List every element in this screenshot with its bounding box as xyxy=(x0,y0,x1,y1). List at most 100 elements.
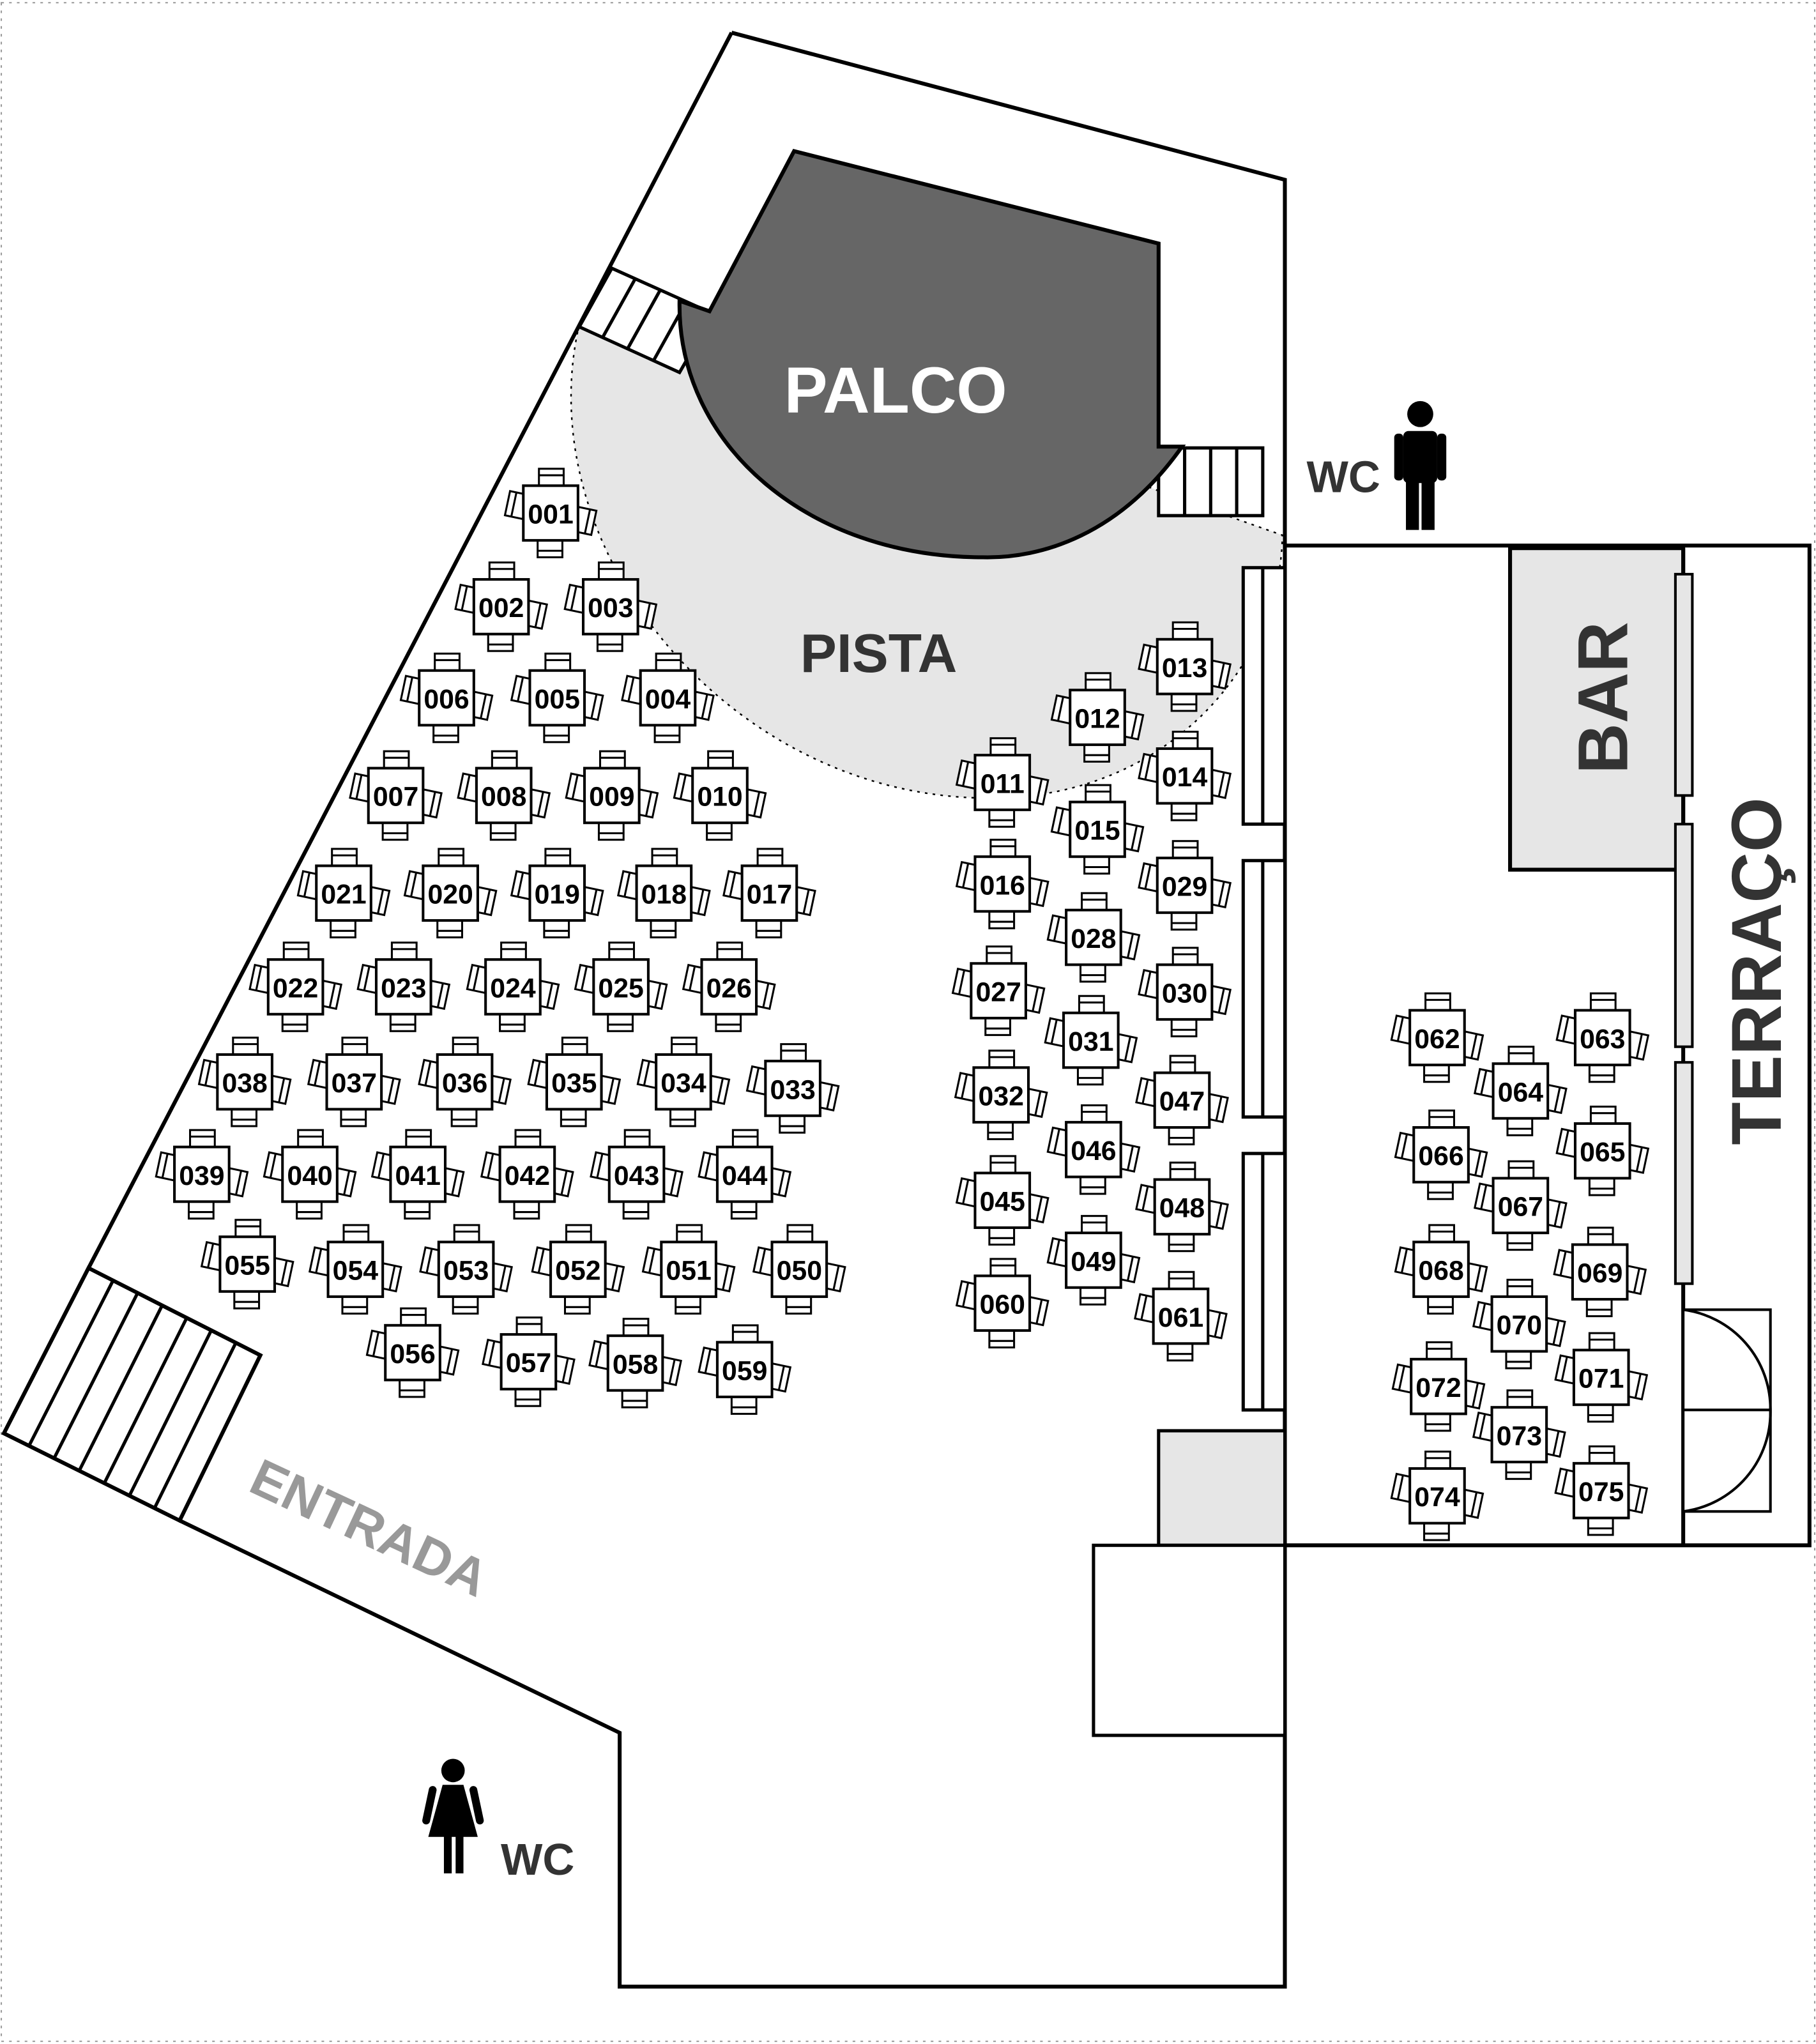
table[interactable]: 002 xyxy=(454,561,549,652)
table[interactable]: 042 xyxy=(480,1129,574,1220)
table[interactable]: 014 xyxy=(1138,730,1232,821)
table[interactable]: 028 xyxy=(1046,892,1141,983)
table[interactable]: 054 xyxy=(308,1224,402,1315)
table[interactable]: 069 xyxy=(1553,1226,1647,1318)
table[interactable]: 022 xyxy=(248,942,343,1032)
table[interactable]: 004 xyxy=(621,652,715,744)
table[interactable]: 050 xyxy=(752,1224,846,1315)
table[interactable]: 067 xyxy=(1473,1160,1568,1251)
table[interactable]: 021 xyxy=(296,848,391,939)
table[interactable]: 035 xyxy=(527,1036,622,1127)
table[interactable]: 047 xyxy=(1135,1055,1229,1146)
table[interactable]: 034 xyxy=(636,1036,731,1127)
stage-label: PALCO xyxy=(784,354,1007,427)
table[interactable]: 023 xyxy=(356,942,451,1032)
table[interactable]: 010 xyxy=(673,750,767,841)
table-top xyxy=(315,864,372,922)
table[interactable]: 040 xyxy=(263,1129,357,1220)
entrance-label: ENTRADA xyxy=(241,1448,497,1608)
table[interactable]: 045 xyxy=(955,1155,1049,1246)
table[interactable]: 037 xyxy=(307,1036,401,1127)
table[interactable]: 008 xyxy=(457,750,551,841)
table[interactable]: 048 xyxy=(1135,1161,1229,1253)
chair xyxy=(986,945,1013,966)
table[interactable]: 072 xyxy=(1391,1341,1486,1432)
table-top xyxy=(216,1053,273,1111)
table[interactable]: 057 xyxy=(482,1316,576,1407)
table[interactable]: 074 xyxy=(1390,1451,1484,1541)
table[interactable]: 041 xyxy=(370,1129,465,1220)
table[interactable]: 038 xyxy=(197,1036,292,1127)
chair xyxy=(436,918,464,939)
table[interactable]: 036 xyxy=(418,1036,512,1127)
table[interactable]: 066 xyxy=(1394,1110,1488,1200)
table[interactable]: 049 xyxy=(1046,1215,1141,1306)
table[interactable]: 051 xyxy=(641,1224,736,1315)
table[interactable]: 068 xyxy=(1394,1224,1488,1315)
table[interactable]: 033 xyxy=(745,1043,840,1134)
table[interactable]: 016 xyxy=(955,839,1049,929)
table[interactable]: 043 xyxy=(590,1129,683,1220)
chair xyxy=(1428,1110,1455,1130)
table[interactable]: 025 xyxy=(574,942,668,1032)
table[interactable]: 064 xyxy=(1473,1046,1568,1136)
table[interactable]: 073 xyxy=(1472,1389,1566,1480)
table[interactable]: 015 xyxy=(1050,784,1145,875)
chair xyxy=(330,918,356,939)
table-number: 027 xyxy=(975,977,1021,1007)
table[interactable]: 062 xyxy=(1390,992,1484,1083)
table[interactable]: 009 xyxy=(565,750,659,841)
table[interactable]: 031 xyxy=(1044,995,1138,1086)
table[interactable]: 065 xyxy=(1555,1105,1650,1196)
table[interactable]: 063 xyxy=(1555,992,1650,1083)
table[interactable]: 070 xyxy=(1472,1278,1566,1369)
chair xyxy=(1085,784,1111,805)
table[interactable]: 056 xyxy=(365,1307,460,1398)
table-number: 001 xyxy=(528,499,573,530)
table-number: 035 xyxy=(551,1068,597,1099)
table[interactable]: 006 xyxy=(399,652,494,744)
table[interactable]: 046 xyxy=(1046,1104,1141,1195)
terrace-label: TERRAÇO xyxy=(1718,797,1796,1145)
table[interactable]: 024 xyxy=(466,942,560,1032)
table[interactable]: 001 xyxy=(503,468,598,558)
table-number: 023 xyxy=(381,973,426,1003)
table[interactable]: 053 xyxy=(419,1224,514,1315)
table[interactable]: 058 xyxy=(588,1318,682,1408)
chair xyxy=(607,1012,634,1032)
table[interactable]: 052 xyxy=(531,1224,625,1315)
table[interactable]: 020 xyxy=(403,848,498,939)
table[interactable]: 007 xyxy=(349,750,443,841)
table[interactable]: 011 xyxy=(955,737,1049,828)
table[interactable]: 061 xyxy=(1134,1270,1228,1362)
table-top xyxy=(367,766,425,825)
chair xyxy=(1169,1161,1196,1182)
table[interactable]: 055 xyxy=(200,1219,294,1309)
chair xyxy=(487,632,514,652)
chair xyxy=(1588,1332,1615,1353)
table[interactable]: 018 xyxy=(616,848,711,939)
table-number: 013 xyxy=(1162,653,1207,683)
table[interactable]: 017 xyxy=(722,848,816,939)
table[interactable]: 027 xyxy=(951,945,1046,1036)
table[interactable]: 044 xyxy=(698,1129,792,1220)
table[interactable]: 032 xyxy=(954,1049,1048,1140)
table[interactable]: 059 xyxy=(698,1324,792,1415)
table[interactable]: 019 xyxy=(510,848,604,939)
chair xyxy=(650,918,677,939)
table[interactable]: 060 xyxy=(955,1258,1049,1349)
table[interactable]: 013 xyxy=(1138,621,1232,712)
table[interactable]: 071 xyxy=(1554,1332,1649,1423)
table[interactable]: 003 xyxy=(563,561,658,652)
chair xyxy=(707,750,734,771)
table[interactable]: 029 xyxy=(1138,840,1232,931)
table[interactable]: 075 xyxy=(1554,1445,1649,1536)
table[interactable]: 026 xyxy=(682,942,776,1032)
table[interactable]: 039 xyxy=(155,1129,249,1220)
table[interactable]: 012 xyxy=(1050,672,1145,763)
table[interactable]: 005 xyxy=(510,652,604,744)
table-number: 056 xyxy=(390,1339,435,1369)
chair xyxy=(675,1294,701,1315)
table[interactable]: 030 xyxy=(1138,947,1232,1037)
table-number: 025 xyxy=(598,973,643,1003)
